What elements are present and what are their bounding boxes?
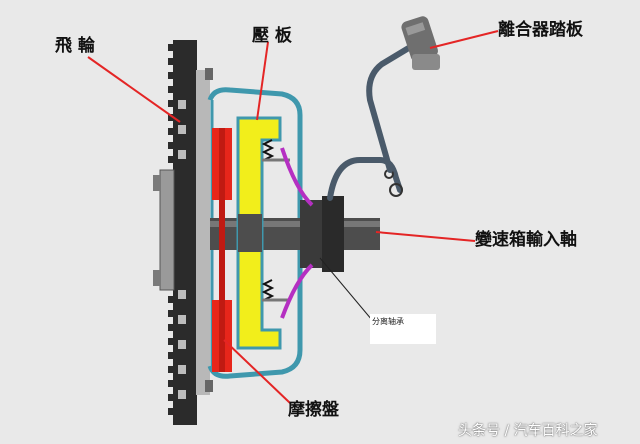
release-fork <box>327 43 415 201</box>
input-shaft-leader <box>375 231 476 242</box>
leader-lines <box>87 30 499 404</box>
bearing-leader <box>319 257 373 321</box>
friction-disc <box>212 128 232 372</box>
pedal-leader <box>429 30 499 49</box>
friction-disc-leader <box>223 339 291 404</box>
release-bearing-box: 分离轴承 <box>370 314 436 344</box>
clutch-pedal <box>401 16 440 70</box>
watermark: 头条号 / 汽车百科之家 <box>458 423 598 439</box>
clutch-pedal-label: 離合器踏板 <box>498 20 583 40</box>
input-shaft-label: 變速箱輸入軸 <box>475 230 577 250</box>
pressure-plate-label: 壓 板 <box>252 26 292 46</box>
flywheel-leader <box>87 56 181 123</box>
pressure-plate <box>236 116 282 350</box>
flywheel <box>153 40 213 425</box>
flywheel-label: 飛 輪 <box>55 36 95 56</box>
pressure-plate-leader <box>256 41 269 121</box>
release-bearing-label: 分离轴承 <box>372 317 404 326</box>
friction-disc-label: 摩擦盤 <box>288 400 339 420</box>
diaphragm-spring <box>280 147 314 319</box>
input-shaft <box>210 196 380 272</box>
